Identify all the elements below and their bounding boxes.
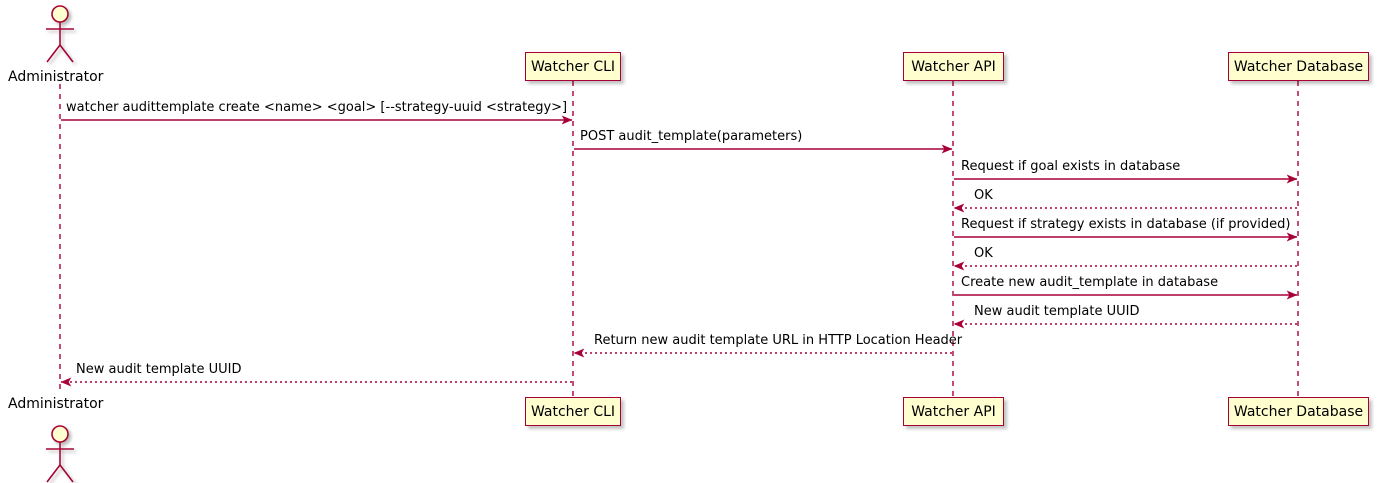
lifelines-group <box>59 81 1299 397</box>
actor-figure-top <box>46 5 74 63</box>
message-label-7: Create new audit_template in database <box>961 275 1219 290</box>
message-label-1: watcher audittemplate create <name> <goa… <box>66 100 568 115</box>
message-label-5: Request if strategy exists in database (… <box>961 217 1291 232</box>
message-label-4: OK <box>974 188 993 203</box>
participant-box-watcher-cli-footer[interactable]: Watcher CLI <box>525 397 621 426</box>
participant-label-watcher-api: Watcher API <box>911 403 996 420</box>
message-arrows-group <box>60 115 1298 387</box>
participant-label-watcher-cli: Watcher CLI <box>530 403 616 420</box>
actor-label-administrator-top: Administrator <box>8 69 104 85</box>
participant-box-watcher-database-footer[interactable]: Watcher Database <box>1228 397 1369 426</box>
participant-box-watcher-cli-header[interactable]: Watcher CLI <box>525 52 621 81</box>
actor-leg-left-top <box>46 44 61 63</box>
participant-box-watcher-database-header[interactable]: Watcher Database <box>1228 52 1369 81</box>
actor-head-top <box>51 5 69 23</box>
participant-label-watcher-api: Watcher API <box>911 58 996 75</box>
actor-figure-bottom <box>46 425 74 483</box>
message-label-3: Request if goal exists in database <box>961 159 1181 174</box>
participant-box-watcher-api-header[interactable]: Watcher API <box>903 52 1004 81</box>
actor-head-bottom <box>51 425 69 443</box>
actor-leg-right-bottom <box>59 464 74 483</box>
message-label-9: Return new audit template URL in HTTP Lo… <box>594 333 963 348</box>
participant-box-watcher-api-footer[interactable]: Watcher API <box>903 397 1004 426</box>
message-label-10: New audit template UUID <box>76 362 242 377</box>
message-label-6: OK <box>974 246 993 261</box>
actor-label-administrator-bottom: Administrator <box>8 396 104 412</box>
actor-leg-left-bottom <box>46 464 61 483</box>
participant-label-watcher-database: Watcher Database <box>1233 58 1364 75</box>
participant-label-watcher-cli: Watcher CLI <box>530 58 616 75</box>
actor-leg-right-top <box>59 44 74 63</box>
participant-label-watcher-database: Watcher Database <box>1233 403 1364 420</box>
message-label-8: New audit template UUID <box>974 304 1140 319</box>
actor-figures-group <box>46 5 74 483</box>
message-label-2: POST audit_template(parameters) <box>580 129 803 144</box>
